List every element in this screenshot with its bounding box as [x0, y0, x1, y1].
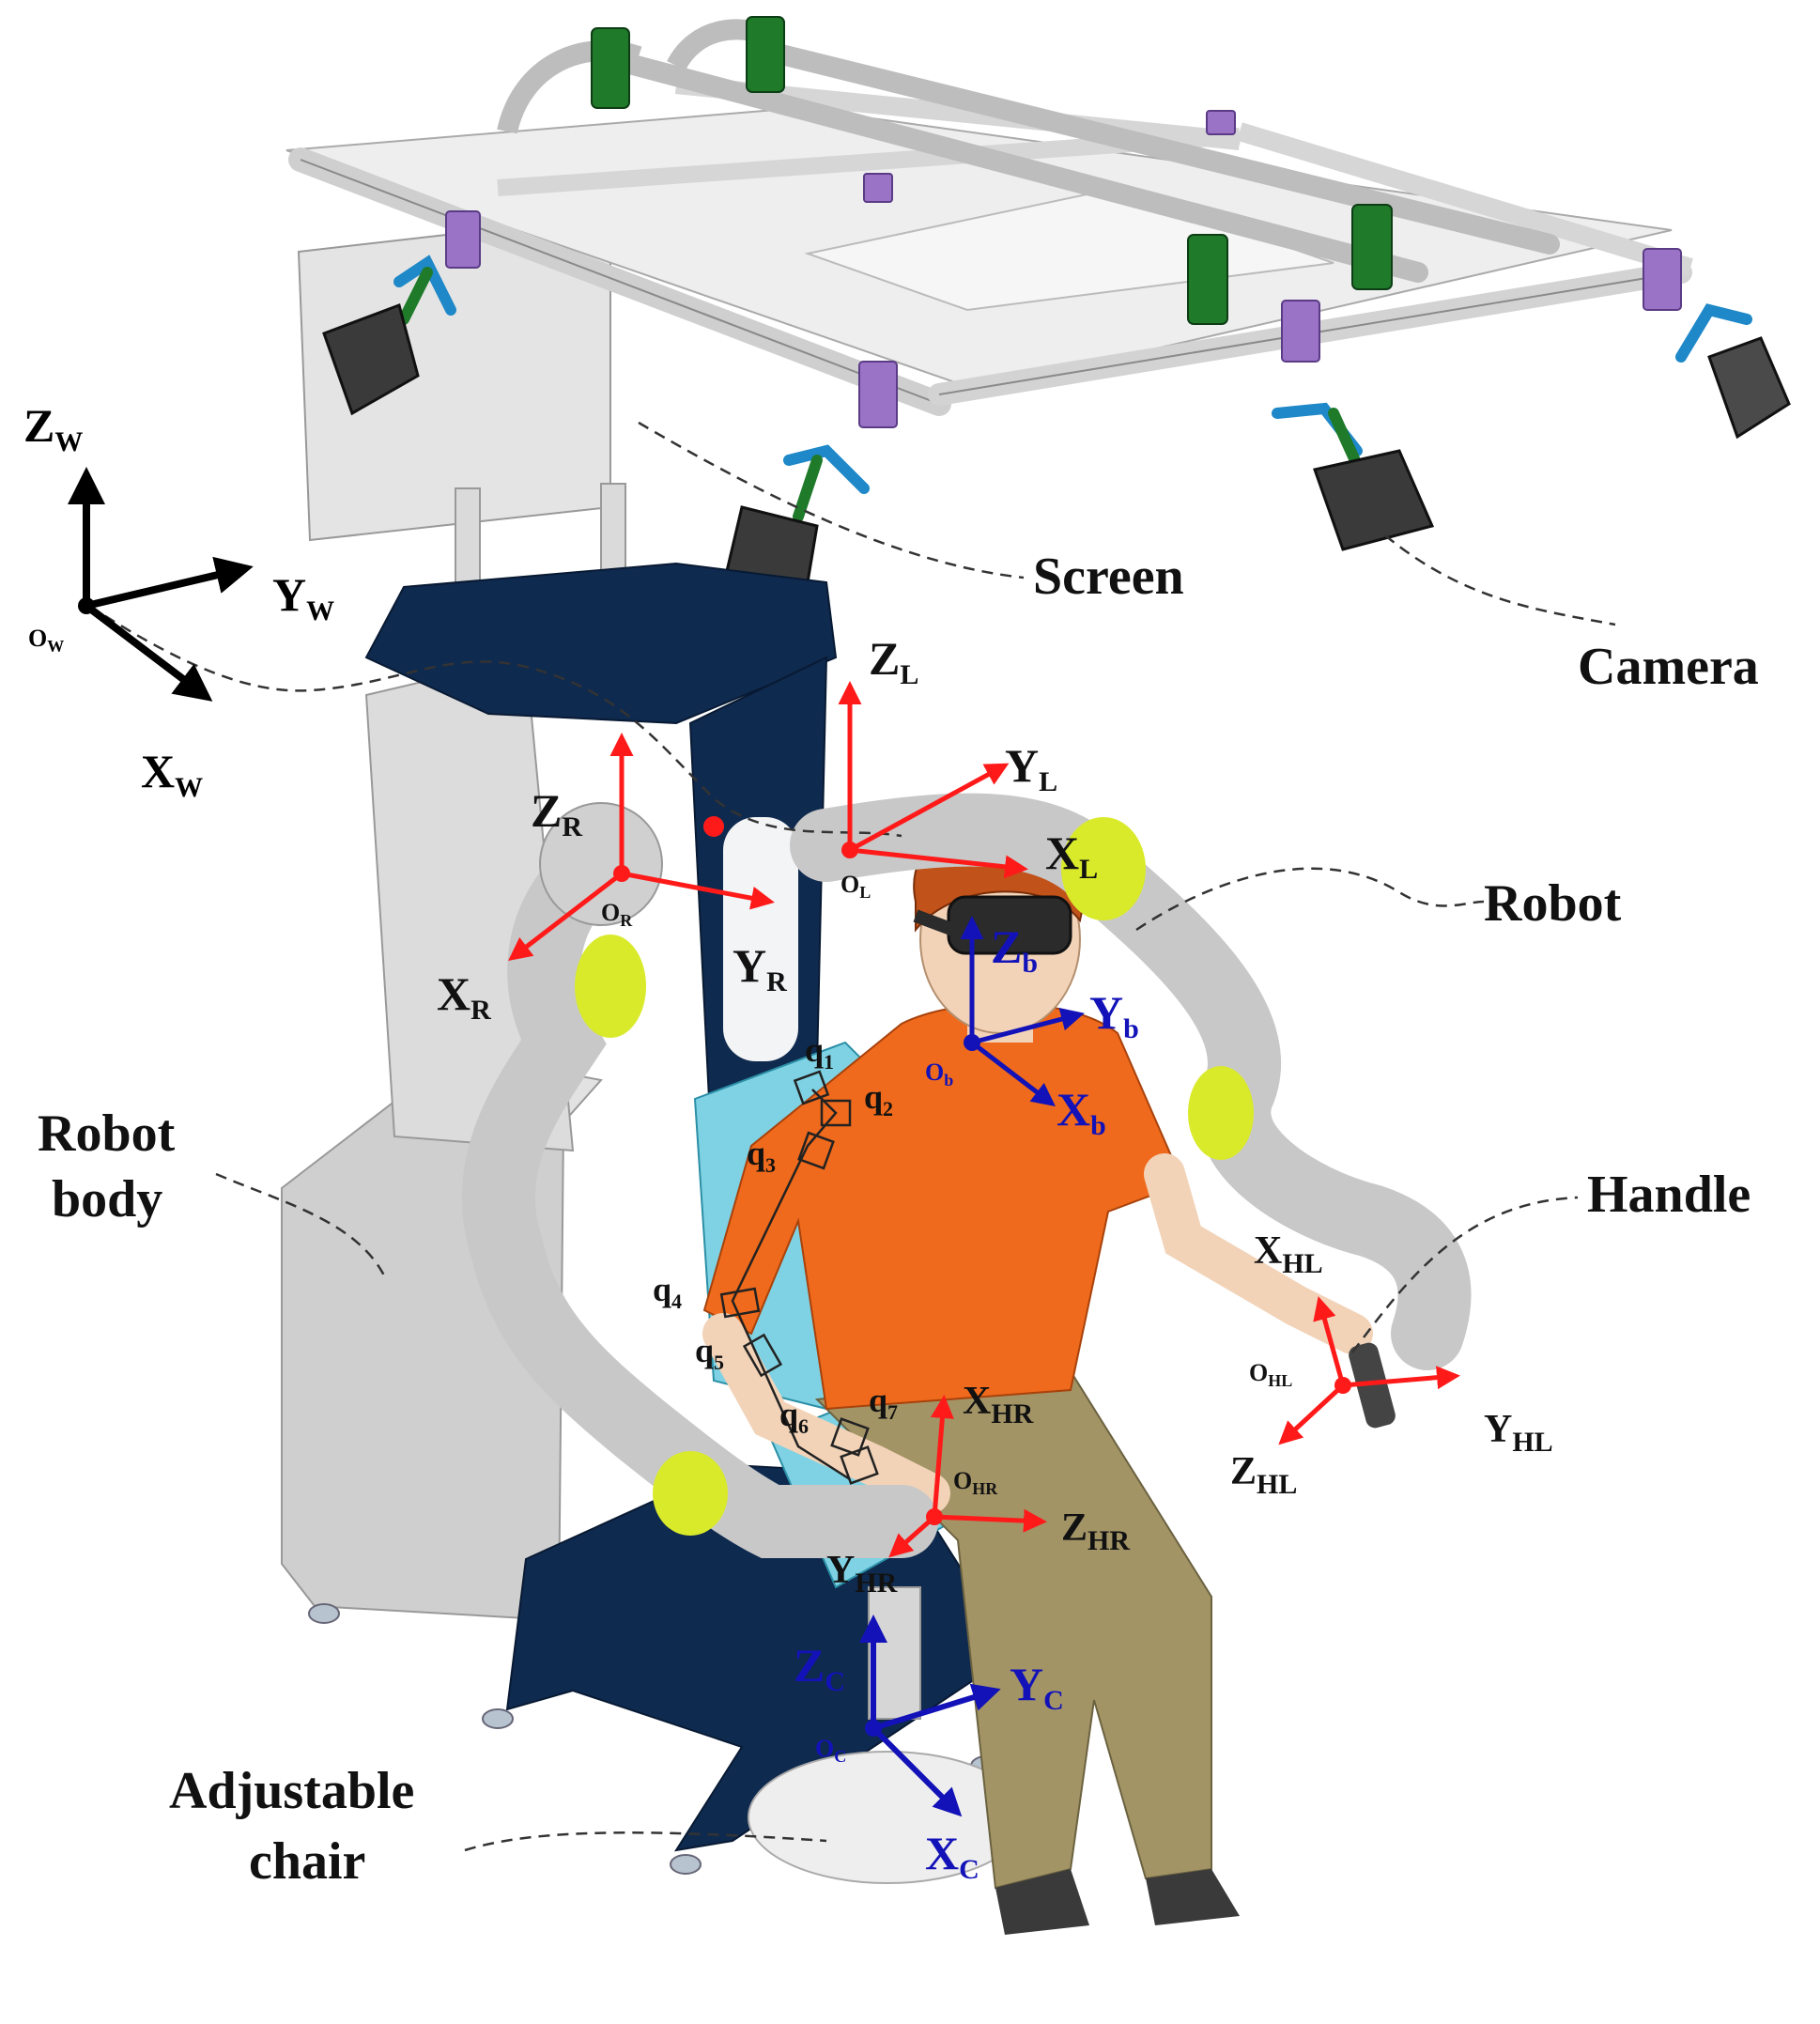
- joint-q2: q2: [864, 1078, 893, 1120]
- hr-z-label: ZHR: [1061, 1506, 1130, 1556]
- body-y-label: Yb: [1089, 986, 1139, 1044]
- purple-clamp-group: [445, 110, 1682, 428]
- handle-grip: [1349, 1342, 1396, 1429]
- kinematic-chain: [719, 1070, 879, 1485]
- joint-labels: q1 q2 q3 q4 q5 q6 q7: [653, 1031, 898, 1438]
- joint-q6: q6: [779, 1396, 809, 1438]
- body-x-label: Xb: [1057, 1083, 1106, 1141]
- label-chair-2: chair: [249, 1832, 365, 1891]
- world-z-label: ZW: [23, 399, 83, 457]
- body-origin-label: Ob: [925, 1058, 953, 1089]
- hr-origin-label: OHR: [953, 1467, 998, 1498]
- operator-person: [702, 817, 1373, 1935]
- label-camera: Camera: [1578, 638, 1759, 696]
- label-robot: Robot: [1484, 874, 1622, 933]
- frame-left-base: ZL YL XL OL: [838, 632, 1098, 902]
- hl-z-label: ZHL: [1230, 1450, 1297, 1500]
- left-robot-arm: [790, 793, 1472, 1370]
- left-origin-label: OL: [841, 871, 871, 902]
- frame-hand-left: XHL YHL ZHL OHL: [1230, 1229, 1553, 1500]
- hl-x-label: XHL: [1254, 1229, 1323, 1279]
- hl-y-label: YHL: [1484, 1408, 1553, 1458]
- tube-1: [591, 46, 1428, 283]
- right-z-label: ZR: [531, 784, 582, 842]
- label-screen: Screen: [1033, 548, 1184, 606]
- joint-q1: q1: [805, 1031, 834, 1074]
- green-mount-group: [591, 16, 1393, 325]
- overhead-frame: [285, 16, 1693, 593]
- body-z-label: Zb: [991, 920, 1038, 979]
- right-x-label: XR: [437, 967, 491, 1026]
- frame-chair: ZC YC XC OC: [794, 1615, 1064, 1885]
- camera-3: [1272, 402, 1435, 551]
- frame-hand-right: XHR ZHR YHR OHR: [826, 1380, 1130, 1599]
- body-center-marker: [703, 816, 724, 837]
- world-y-label: YW: [272, 568, 334, 626]
- world-origin-label: OW: [28, 625, 64, 656]
- hl-origin-label: OHL: [1249, 1359, 1292, 1390]
- left-z-label: ZL: [869, 632, 918, 690]
- joint-q7: q7: [869, 1382, 898, 1424]
- camera-4: [1675, 303, 1791, 440]
- label-handle: Handle: [1587, 1166, 1751, 1224]
- pants: [814, 1369, 1212, 1890]
- callout-labels: Screen Camera Robot Robot body Handle Ad…: [38, 548, 1759, 1891]
- left-y-label: YL: [1005, 739, 1057, 797]
- tube-2: [760, 41, 1560, 255]
- chair-z-label: ZC: [794, 1639, 845, 1697]
- world-x-label: XW: [141, 745, 203, 803]
- frame-body: Zb Yb Xb Ob: [925, 916, 1139, 1141]
- joint-q3: q3: [747, 1135, 776, 1177]
- chair-y-label: YC: [1010, 1658, 1064, 1716]
- callout-leaders: [88, 421, 1616, 1852]
- frame-world: ZW YW XW OW: [23, 399, 334, 803]
- frame-right-base: ZR YR XR OR: [437, 733, 787, 1026]
- navy-panel-top: [364, 562, 838, 725]
- left-x-label: XL: [1045, 827, 1098, 885]
- chair-x-label: XC: [925, 1827, 979, 1885]
- robot-arms: [461, 793, 1472, 1558]
- chair-origin-label: OC: [815, 1735, 846, 1766]
- label-chair-1: Adjustable: [169, 1762, 414, 1820]
- camera-1: [322, 255, 456, 416]
- hr-y-label: YHR: [826, 1549, 898, 1599]
- hr-x-label: XHR: [963, 1380, 1034, 1429]
- right-y-label: YR: [733, 939, 787, 997]
- label-robot-body-1: Robot: [38, 1105, 176, 1163]
- joint-q4: q4: [653, 1271, 682, 1313]
- joint-q5: q5: [695, 1332, 724, 1374]
- label-robot-body-2: body: [52, 1170, 162, 1228]
- right-origin-label: OR: [601, 899, 633, 930]
